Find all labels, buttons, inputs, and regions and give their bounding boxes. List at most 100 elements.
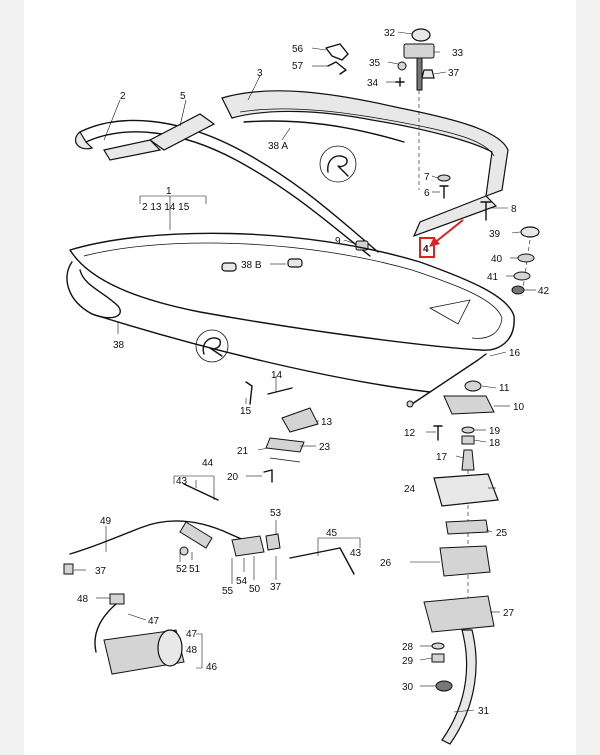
block-38b-left — [221, 262, 237, 272]
callout-44: 44 — [202, 458, 214, 469]
bumper-11-part — [464, 380, 482, 392]
group-1-parts: 2 13 14 15 — [142, 202, 190, 213]
callout-29: 29 — [402, 656, 414, 667]
callout-51: 51 — [189, 564, 201, 575]
callout-30: 30 — [402, 682, 414, 693]
clip-56-part — [325, 43, 349, 61]
lid-reflection-mark — [428, 299, 471, 325]
nut-29-part — [431, 653, 445, 663]
housing-27-part — [423, 595, 495, 633]
screw-12-part — [433, 425, 443, 441]
fitting-43-part — [179, 521, 213, 549]
callout-45: 45 — [326, 528, 338, 539]
clip-57-part — [327, 61, 347, 75]
seal-strip-end — [75, 131, 94, 150]
cap-32-part — [411, 28, 431, 42]
callout-7: 7 — [424, 172, 430, 183]
pin-14-part — [267, 387, 293, 395]
callout-32: 32 — [384, 28, 396, 39]
callout-48-bracket-label: 48 — [186, 645, 198, 656]
callout-43-right: 43 — [350, 548, 362, 559]
screw-20-part — [263, 469, 273, 483]
fitting-48-part — [109, 593, 125, 605]
tube-31-part — [441, 629, 477, 745]
callout-41: 41 — [487, 272, 499, 283]
highlight-box — [419, 237, 435, 258]
bolt-17-part — [461, 449, 475, 471]
screw-8-part — [480, 201, 492, 221]
axis-line-right — [521, 239, 531, 297]
washer-40-part — [517, 253, 535, 263]
callout-3: 3 — [257, 68, 263, 79]
callout-49: 49 — [100, 516, 112, 527]
plate-25-part — [445, 519, 489, 535]
gasket-23-part — [269, 457, 301, 463]
callout-labels: 2 5 3 1 2 13 14 15 38 A 56 57 32 33 35 3… — [77, 28, 550, 693]
frame-38a-rail — [243, 120, 405, 143]
callout-54: 54 — [236, 576, 248, 587]
callout-9: 9 — [335, 236, 341, 247]
callout-48-left: 48 — [77, 594, 89, 605]
logo-circle-top — [319, 145, 357, 183]
nut-18-part — [461, 435, 475, 445]
arm-47-part — [94, 603, 117, 653]
callout-fifteen: 15 — [240, 406, 252, 417]
callout-18: 18 — [489, 438, 501, 449]
pin-15-part — [245, 381, 253, 405]
nut-42-part — [511, 285, 525, 295]
right-margin — [576, 0, 600, 755]
rod-44-part — [183, 483, 219, 501]
callout-40: 40 — [491, 254, 503, 265]
lid-panel-outline — [69, 232, 515, 351]
bracket-13-part — [281, 407, 319, 433]
foam-strip-lower — [103, 139, 162, 161]
upper-frame-side-seal — [412, 195, 498, 238]
lid-seal-38 — [66, 261, 121, 319]
callout-46-label: 46 — [206, 662, 218, 673]
callout-26: 26 — [380, 558, 392, 569]
callout-1: 1 — [166, 186, 172, 197]
cap-39-part — [520, 226, 540, 238]
callout-2: 2 — [120, 91, 126, 102]
logo-glyph-bottom — [202, 337, 223, 357]
callout-53: 53 — [270, 508, 282, 519]
lock-26-part — [439, 545, 491, 577]
callout-16: 16 — [509, 348, 521, 359]
clip-53-part — [265, 533, 281, 551]
clip-37-top-part — [421, 69, 435, 79]
callout-14: 14 — [271, 370, 283, 381]
grommet-30-part — [435, 680, 453, 692]
latch-10-part — [443, 395, 495, 415]
callout-11: 11 — [499, 383, 510, 394]
callout-34: 34 — [367, 78, 379, 89]
washer-41-part — [513, 271, 531, 281]
screw-34-part — [395, 77, 405, 87]
callout-50: 50 — [249, 584, 261, 595]
label-38b: 38 B — [241, 260, 262, 271]
left-margin — [0, 0, 24, 755]
block-38b-right — [287, 258, 303, 268]
callout-35: 35 — [369, 58, 381, 69]
callout-43-left: 43 — [176, 476, 188, 487]
callout-20: 20 — [227, 472, 239, 483]
washer-28-part — [431, 642, 445, 650]
highlight-label: 4 — [423, 244, 429, 255]
callout-56: 56 — [292, 44, 304, 55]
lid-panel-inner — [83, 242, 503, 339]
cover-24-part — [433, 473, 499, 507]
callout-33: 33 — [452, 48, 464, 59]
seal-strip-inner — [85, 131, 371, 257]
rod-45-part — [289, 547, 355, 575]
callout-38: 38 — [113, 340, 125, 351]
callout-52: 52 — [176, 564, 188, 575]
leader-lines — [74, 31, 536, 713]
highlight-arrow-shaft — [432, 219, 464, 245]
callout-38a: 38 A — [268, 141, 288, 152]
callout-55: 55 — [222, 586, 234, 597]
upper-frame-seal-edge — [239, 108, 495, 157]
washer-19-part — [461, 426, 475, 434]
callout-19: 19 — [489, 426, 501, 437]
callout-10: 10 — [513, 402, 525, 413]
callout-47-right: 47 — [148, 616, 160, 627]
callout-17: 17 — [436, 452, 448, 463]
